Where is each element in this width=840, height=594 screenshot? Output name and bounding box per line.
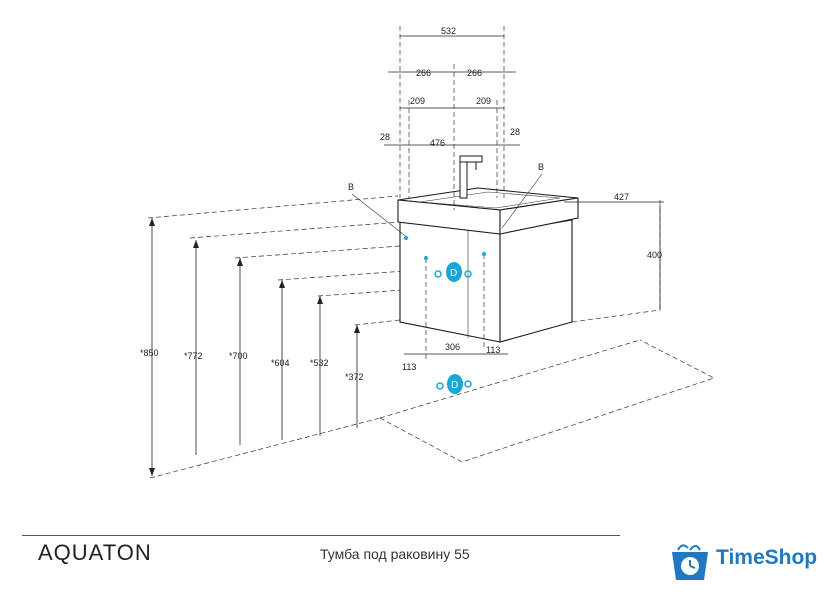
dim-basin-inner: 476 xyxy=(430,138,445,148)
product-caption: Тумба под раковину 55 xyxy=(320,546,470,562)
pipe-marker-upper-label: D xyxy=(450,268,457,279)
dim-cabinet-height: 400 xyxy=(647,250,662,260)
dim-inner-right: 209 xyxy=(476,96,491,106)
basin xyxy=(397,187,579,235)
dim-depth: 427 xyxy=(614,192,629,202)
callout-b-right: B xyxy=(501,162,544,229)
timeshop-name: TimeShop xyxy=(716,546,818,569)
pipe-connection-upper: D xyxy=(404,236,486,282)
height-label-532: *532 xyxy=(310,358,329,368)
height-label-372: *372 xyxy=(345,372,364,382)
callout-b-right-label: B xyxy=(538,162,544,172)
pipe-connection-lower: D xyxy=(436,374,472,394)
footer-divider xyxy=(22,535,620,536)
dim-inner-left: 209 xyxy=(410,96,425,106)
pipe-marker-lower-label: D xyxy=(451,380,458,391)
floor-outline xyxy=(379,339,715,463)
technical-drawing: *850 *772 *700 *604 *532 *372 xyxy=(140,26,715,479)
top-dimension-lines xyxy=(384,35,664,355)
wall-reference-lines xyxy=(147,195,461,479)
height-label-604: *604 xyxy=(271,358,290,368)
dim-outlet-span: 306 xyxy=(445,342,460,352)
dim-outlet-left: 113 xyxy=(402,362,416,372)
height-dimension-lines xyxy=(149,218,360,476)
cabinet xyxy=(399,219,661,343)
clock-shopping-bag-icon xyxy=(672,544,708,580)
dim-outlet-right: 113 xyxy=(486,345,500,355)
height-label-850: *850 xyxy=(140,348,159,358)
timeshop-logo[interactable]: TimeShop xyxy=(668,536,836,584)
height-label-700: *700 xyxy=(229,351,248,361)
height-label-772: *772 xyxy=(184,351,203,361)
dim-half-right: 266 xyxy=(467,68,482,78)
dim-edge-right: 28 xyxy=(510,127,520,137)
faucet xyxy=(459,155,483,199)
dim-edge-left: 28 xyxy=(380,132,390,142)
brand-logo: AQUATON xyxy=(38,540,152,565)
dim-half-left: 266 xyxy=(416,68,431,78)
callout-b-left-label: B xyxy=(348,182,354,192)
callout-b-left: B xyxy=(348,182,409,239)
dim-width-532: 532 xyxy=(441,26,456,36)
